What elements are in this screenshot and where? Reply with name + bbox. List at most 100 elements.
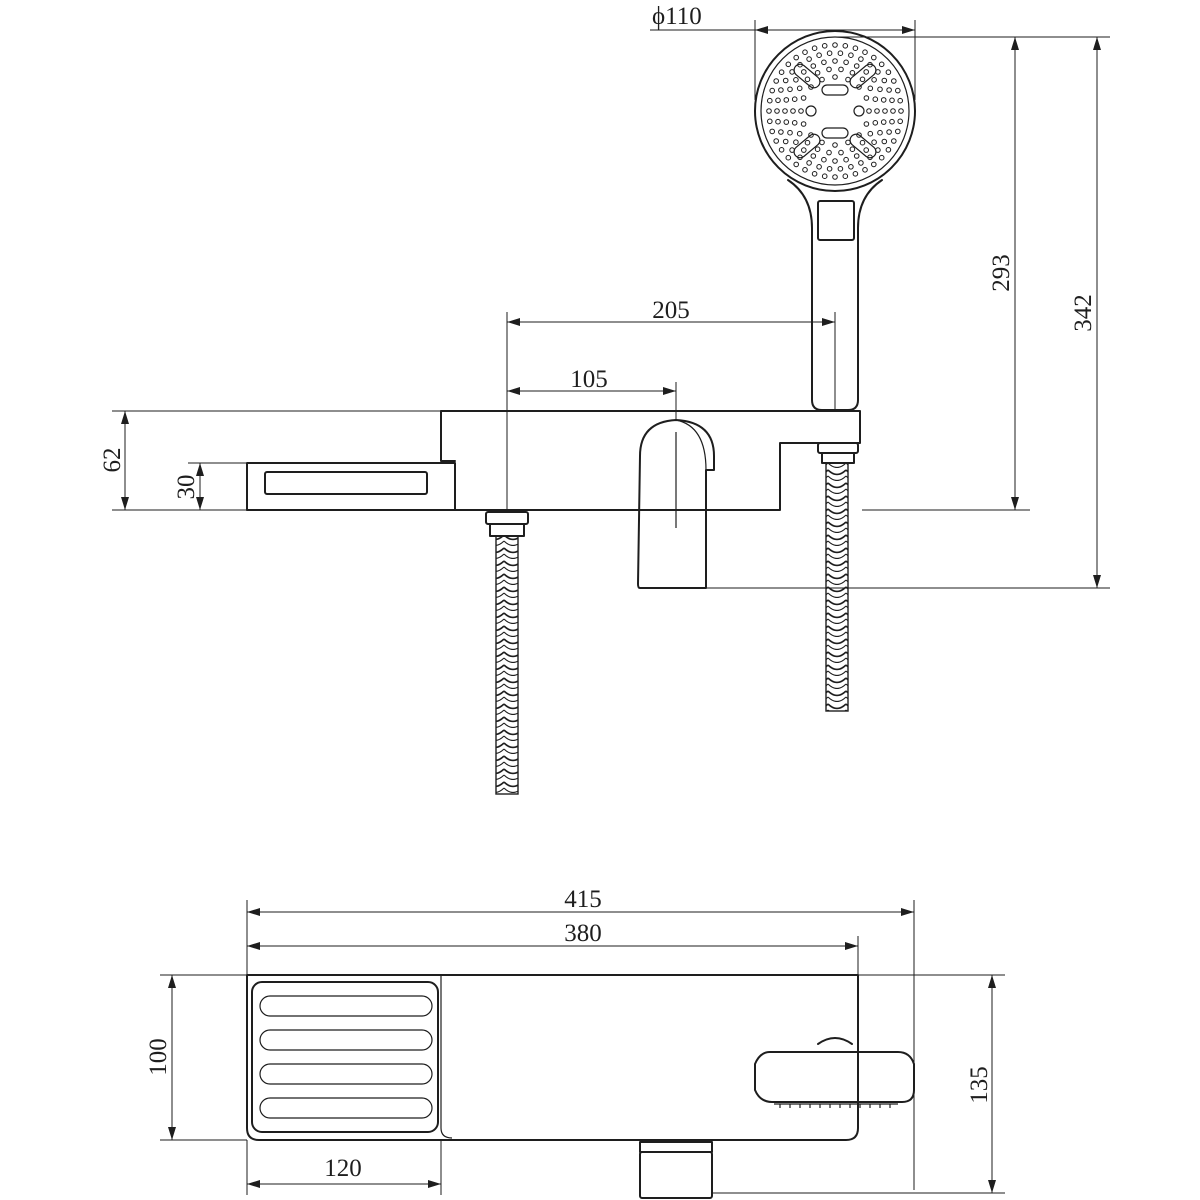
nozzle-dot bbox=[811, 45, 818, 52]
soap-shelf bbox=[251, 981, 439, 1133]
left-hose-ferrule bbox=[489, 523, 525, 537]
shelf-rib bbox=[259, 995, 433, 1017]
nozzle-dot bbox=[773, 78, 780, 84]
nozzle-dot bbox=[880, 119, 887, 125]
nozzle-dot bbox=[895, 87, 901, 94]
nozzle-dot bbox=[838, 149, 844, 156]
nozzle-dot bbox=[806, 160, 812, 166]
nozzle-dot bbox=[806, 56, 812, 62]
dim-label-handshower-height: 293 bbox=[988, 254, 1015, 292]
nozzle-dot bbox=[790, 108, 796, 114]
dim-label-hose-spacing: 205 bbox=[652, 297, 690, 324]
top-view: 415 380 100 135 bbox=[145, 886, 1005, 1199]
dim-label-shelf-width: 120 bbox=[324, 1155, 362, 1182]
dim-handle-offset: 105 bbox=[507, 366, 677, 420]
nozzle-dot bbox=[800, 95, 807, 101]
nozzle-dot bbox=[810, 63, 817, 69]
dim-handshower-height: 293 bbox=[835, 36, 1030, 511]
nozzle-dot bbox=[785, 61, 792, 68]
nozzle-dot bbox=[814, 70, 821, 76]
dim-body-length: 380 bbox=[247, 920, 859, 975]
nozzle-dot bbox=[842, 173, 849, 179]
right-hose bbox=[825, 462, 849, 712]
nozzle-dot bbox=[787, 86, 793, 93]
nozzle-dot bbox=[877, 129, 883, 136]
right-hose-ferrule bbox=[821, 452, 855, 464]
nozzle-dot bbox=[885, 147, 892, 153]
nozzle-dot bbox=[832, 42, 838, 48]
nozzle-dot bbox=[890, 108, 896, 114]
nozzle-dot bbox=[889, 97, 895, 104]
nozzle-dot bbox=[859, 139, 866, 146]
nozzle-dot bbox=[866, 108, 872, 114]
nozzle-dot bbox=[856, 132, 862, 138]
nozzle-dot bbox=[856, 84, 862, 90]
nozzle-dot bbox=[793, 54, 800, 61]
nozzle-dot bbox=[798, 108, 804, 114]
nozzle-dot bbox=[808, 84, 814, 90]
dim-spout-height: 30 bbox=[173, 462, 247, 510]
mixer-body bbox=[246, 410, 861, 511]
dim-label-total-depth: 135 bbox=[966, 1066, 993, 1104]
nozzle-dot bbox=[816, 164, 822, 170]
nozzle-dot bbox=[863, 69, 870, 75]
dim-shelf-width: 120 bbox=[246, 1140, 442, 1195]
dim-total-depth: 135 bbox=[712, 974, 1005, 1194]
dim-label-head-diameter: ϕ110 bbox=[652, 3, 702, 30]
nozzle-pattern bbox=[766, 42, 904, 180]
nozzle-dot bbox=[802, 49, 808, 56]
dim-head-diameter: ϕ110 bbox=[650, 3, 916, 100]
nozzle-dot bbox=[782, 108, 788, 114]
nozzle-dot bbox=[816, 52, 822, 59]
nozzle-dot bbox=[800, 121, 807, 127]
nozzle-dot bbox=[796, 85, 803, 92]
nozzle-dot bbox=[872, 120, 879, 126]
nozzle-dot bbox=[867, 130, 874, 137]
nozzle-dot bbox=[826, 50, 833, 57]
nozzle-dot bbox=[848, 52, 854, 59]
nozzle-dot bbox=[785, 154, 792, 161]
nozzle-dot bbox=[881, 77, 888, 84]
nozzle-dot bbox=[832, 158, 838, 164]
dim-label-spout-height: 30 bbox=[173, 475, 200, 500]
nozzle-dot bbox=[897, 97, 904, 104]
nozzle-dot bbox=[796, 130, 803, 137]
nozzle-dot bbox=[791, 96, 798, 102]
top-hand-shower bbox=[754, 1037, 915, 1108]
top-lever bbox=[639, 1141, 713, 1199]
nozzle-dot bbox=[814, 146, 821, 152]
nozzle-dot bbox=[774, 108, 780, 114]
left-hose-nut bbox=[485, 511, 529, 525]
nozzle-dot bbox=[826, 166, 833, 172]
nozzle-dot bbox=[880, 97, 887, 103]
nozzle-dot bbox=[867, 85, 874, 92]
nozzle-dot bbox=[832, 174, 838, 180]
nozzle-dot bbox=[782, 77, 789, 84]
dim-hose-spacing: 205 bbox=[506, 297, 836, 512]
nozzle-dot bbox=[832, 142, 838, 148]
nozzle-dot bbox=[874, 108, 880, 114]
nozzle-dot bbox=[843, 156, 849, 163]
nozzle-dot bbox=[852, 45, 859, 52]
nozzle-dot bbox=[775, 118, 781, 125]
nozzle-dot bbox=[858, 160, 864, 166]
nozzle-dot bbox=[801, 69, 807, 75]
top-body-outline bbox=[246, 974, 859, 1141]
nozzle-dot bbox=[832, 58, 838, 64]
nozzle-dot bbox=[871, 77, 877, 83]
nozzle-dot bbox=[783, 119, 790, 125]
nozzle-dot bbox=[837, 166, 844, 172]
nozzle-dot bbox=[793, 77, 799, 83]
nozzle-dot bbox=[863, 95, 870, 101]
nozzle-dot bbox=[886, 87, 892, 93]
dim-label-total-length: 415 bbox=[564, 886, 602, 913]
nozzle-dot bbox=[826, 66, 832, 73]
shelf-rib bbox=[259, 1029, 433, 1051]
nozzle-dot bbox=[881, 138, 888, 145]
nozzle-dot bbox=[821, 43, 828, 49]
nozzle-dot bbox=[775, 97, 781, 104]
nozzle-dot bbox=[767, 97, 773, 104]
nozzle-dot bbox=[808, 132, 814, 138]
nozzle-dot bbox=[848, 164, 854, 170]
nozzle-dot bbox=[871, 161, 877, 168]
